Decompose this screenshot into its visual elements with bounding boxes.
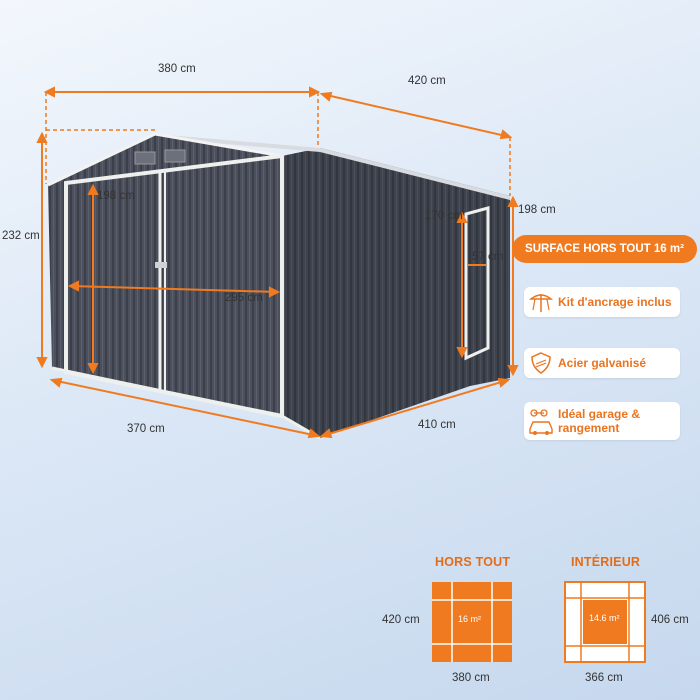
side-door-frame bbox=[464, 206, 490, 361]
interior-plan-width: 366 cm bbox=[585, 672, 623, 684]
feature-garage-storage-line1: Idéal garage & bbox=[558, 407, 641, 421]
garage-storage-icon bbox=[524, 405, 558, 437]
dim-front-width-top: 380 cm bbox=[158, 63, 196, 75]
interior-plan-area: 14.6 m² bbox=[589, 613, 620, 623]
exterior-plan-depth: 420 cm bbox=[382, 614, 420, 626]
feature-galvanized-steel: Acier galvanisé bbox=[524, 348, 680, 378]
galvanized-steel-shield-icon bbox=[524, 351, 558, 375]
feature-garage-storage-label: Idéal garage & rangement bbox=[558, 407, 640, 435]
interior-plan-title: INTÉRIEUR bbox=[571, 555, 641, 569]
dim-inner-height: 170 cm bbox=[425, 210, 463, 222]
feature-garage-storage-line2: rangement bbox=[558, 421, 620, 435]
interior-plan-depth: 406 cm bbox=[651, 614, 689, 626]
dim-depth-bottom: 410 cm bbox=[418, 419, 456, 431]
dim-side-height: 198 cm bbox=[518, 204, 556, 216]
exterior-plan-area: 16 m² bbox=[458, 614, 482, 624]
exterior-floor-plan bbox=[432, 582, 512, 662]
dim-door-width: 295 cm bbox=[225, 292, 263, 304]
dim-total-height: 232 cm bbox=[2, 230, 40, 242]
dim-depth-top: 420 cm bbox=[408, 75, 446, 87]
anchor-kit-icon bbox=[524, 290, 558, 314]
door-handle bbox=[155, 262, 167, 268]
feature-galvanized-steel-label: Acier galvanisé bbox=[558, 356, 647, 370]
feature-garage-storage: Idéal garage & rangement bbox=[524, 402, 680, 440]
interior-floor-plan bbox=[564, 581, 646, 663]
surface-badge: SURFACE HORS TOUT 16 m² bbox=[512, 235, 697, 263]
vent-left bbox=[134, 151, 156, 165]
feature-anchor-kit: Kit d'ancrage inclus bbox=[524, 287, 680, 317]
dim-door-height: 198 cm bbox=[97, 190, 135, 202]
vent-right bbox=[164, 149, 186, 163]
shed-side-wall bbox=[282, 148, 510, 438]
dim-side-door-width: 57 cm bbox=[472, 251, 504, 263]
exterior-plan-title: HORS TOUT bbox=[435, 555, 511, 569]
dim-front-width-bottom: 370 cm bbox=[127, 423, 165, 435]
exterior-plan-width: 380 cm bbox=[452, 672, 490, 684]
feature-anchor-kit-label: Kit d'ancrage inclus bbox=[558, 295, 672, 309]
